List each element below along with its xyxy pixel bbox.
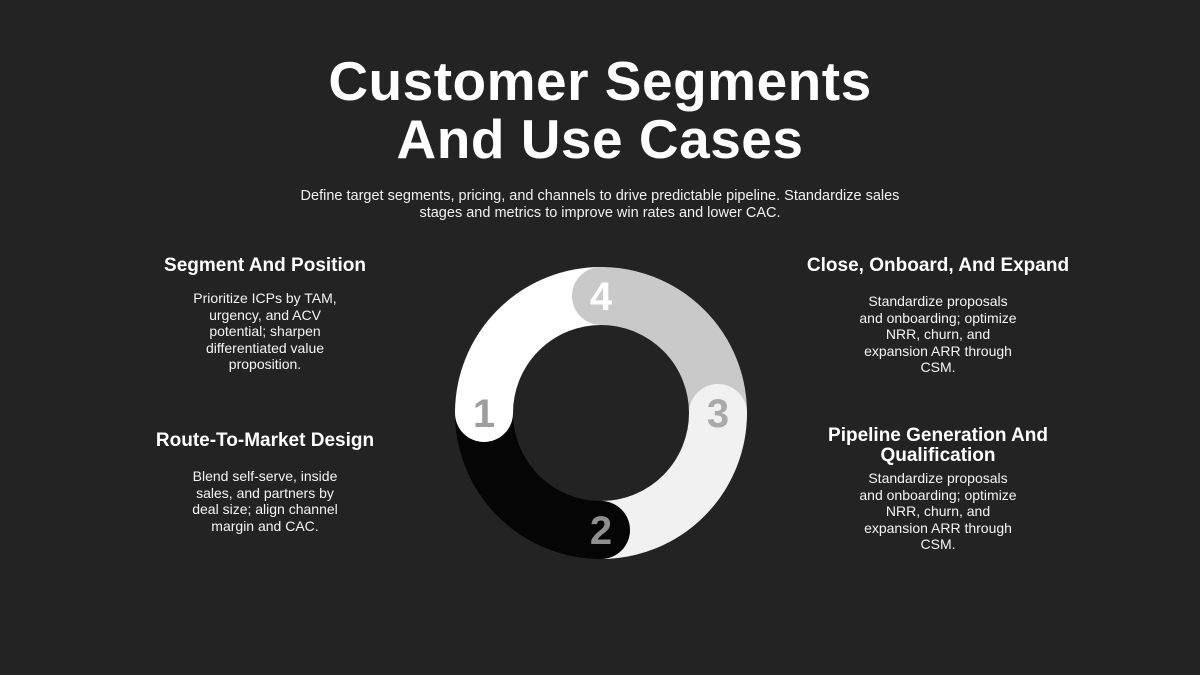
segment-4-number: 4 [590,275,613,319]
segment-4-cap [572,267,630,325]
info-block-pipeline-generation-and-qualification: Pipeline Generation And Qualification St… [788,426,1088,553]
segment-3-cap [689,384,747,442]
info-block-segment-and-position: Segment And Position Prioritize ICPs by … [135,256,395,373]
donut-diagram: 1 2 3 4 [455,267,747,559]
info-block-route-to-market-design: Route-To-Market Design Blend self-serve,… [135,431,395,534]
segment-1-number: 1 [473,392,495,436]
slide-subtitle: Define target segments, pricing, and cha… [300,188,900,221]
block-body: Blend self-serve, inside sales, and part… [192,468,338,534]
segment-2-number: 2 [590,509,612,553]
block-heading: Pipeline Generation And Qualification [828,425,1048,466]
segment-3-number: 3 [707,392,729,436]
block-body: Prioritize ICPs by TAM, urgency, and ACV… [193,290,337,372]
block-heading: Close, Onboard, And Expand [806,255,1070,276]
block-heading: Segment And Position [164,255,366,276]
block-body: Standardize proposals and onboarding; op… [859,293,1017,375]
segment-2-cap [572,501,630,559]
info-block-close-onboard-and-expand: Close, Onboard, And Expand Standardize p… [788,256,1088,376]
block-heading: Route-To-Market Design [155,430,375,451]
block-body: Standardize proposals and onboarding; op… [859,470,1017,552]
segment-1-cap [455,384,513,442]
slide-title: Customer Segments And Use Cases [328,50,872,170]
